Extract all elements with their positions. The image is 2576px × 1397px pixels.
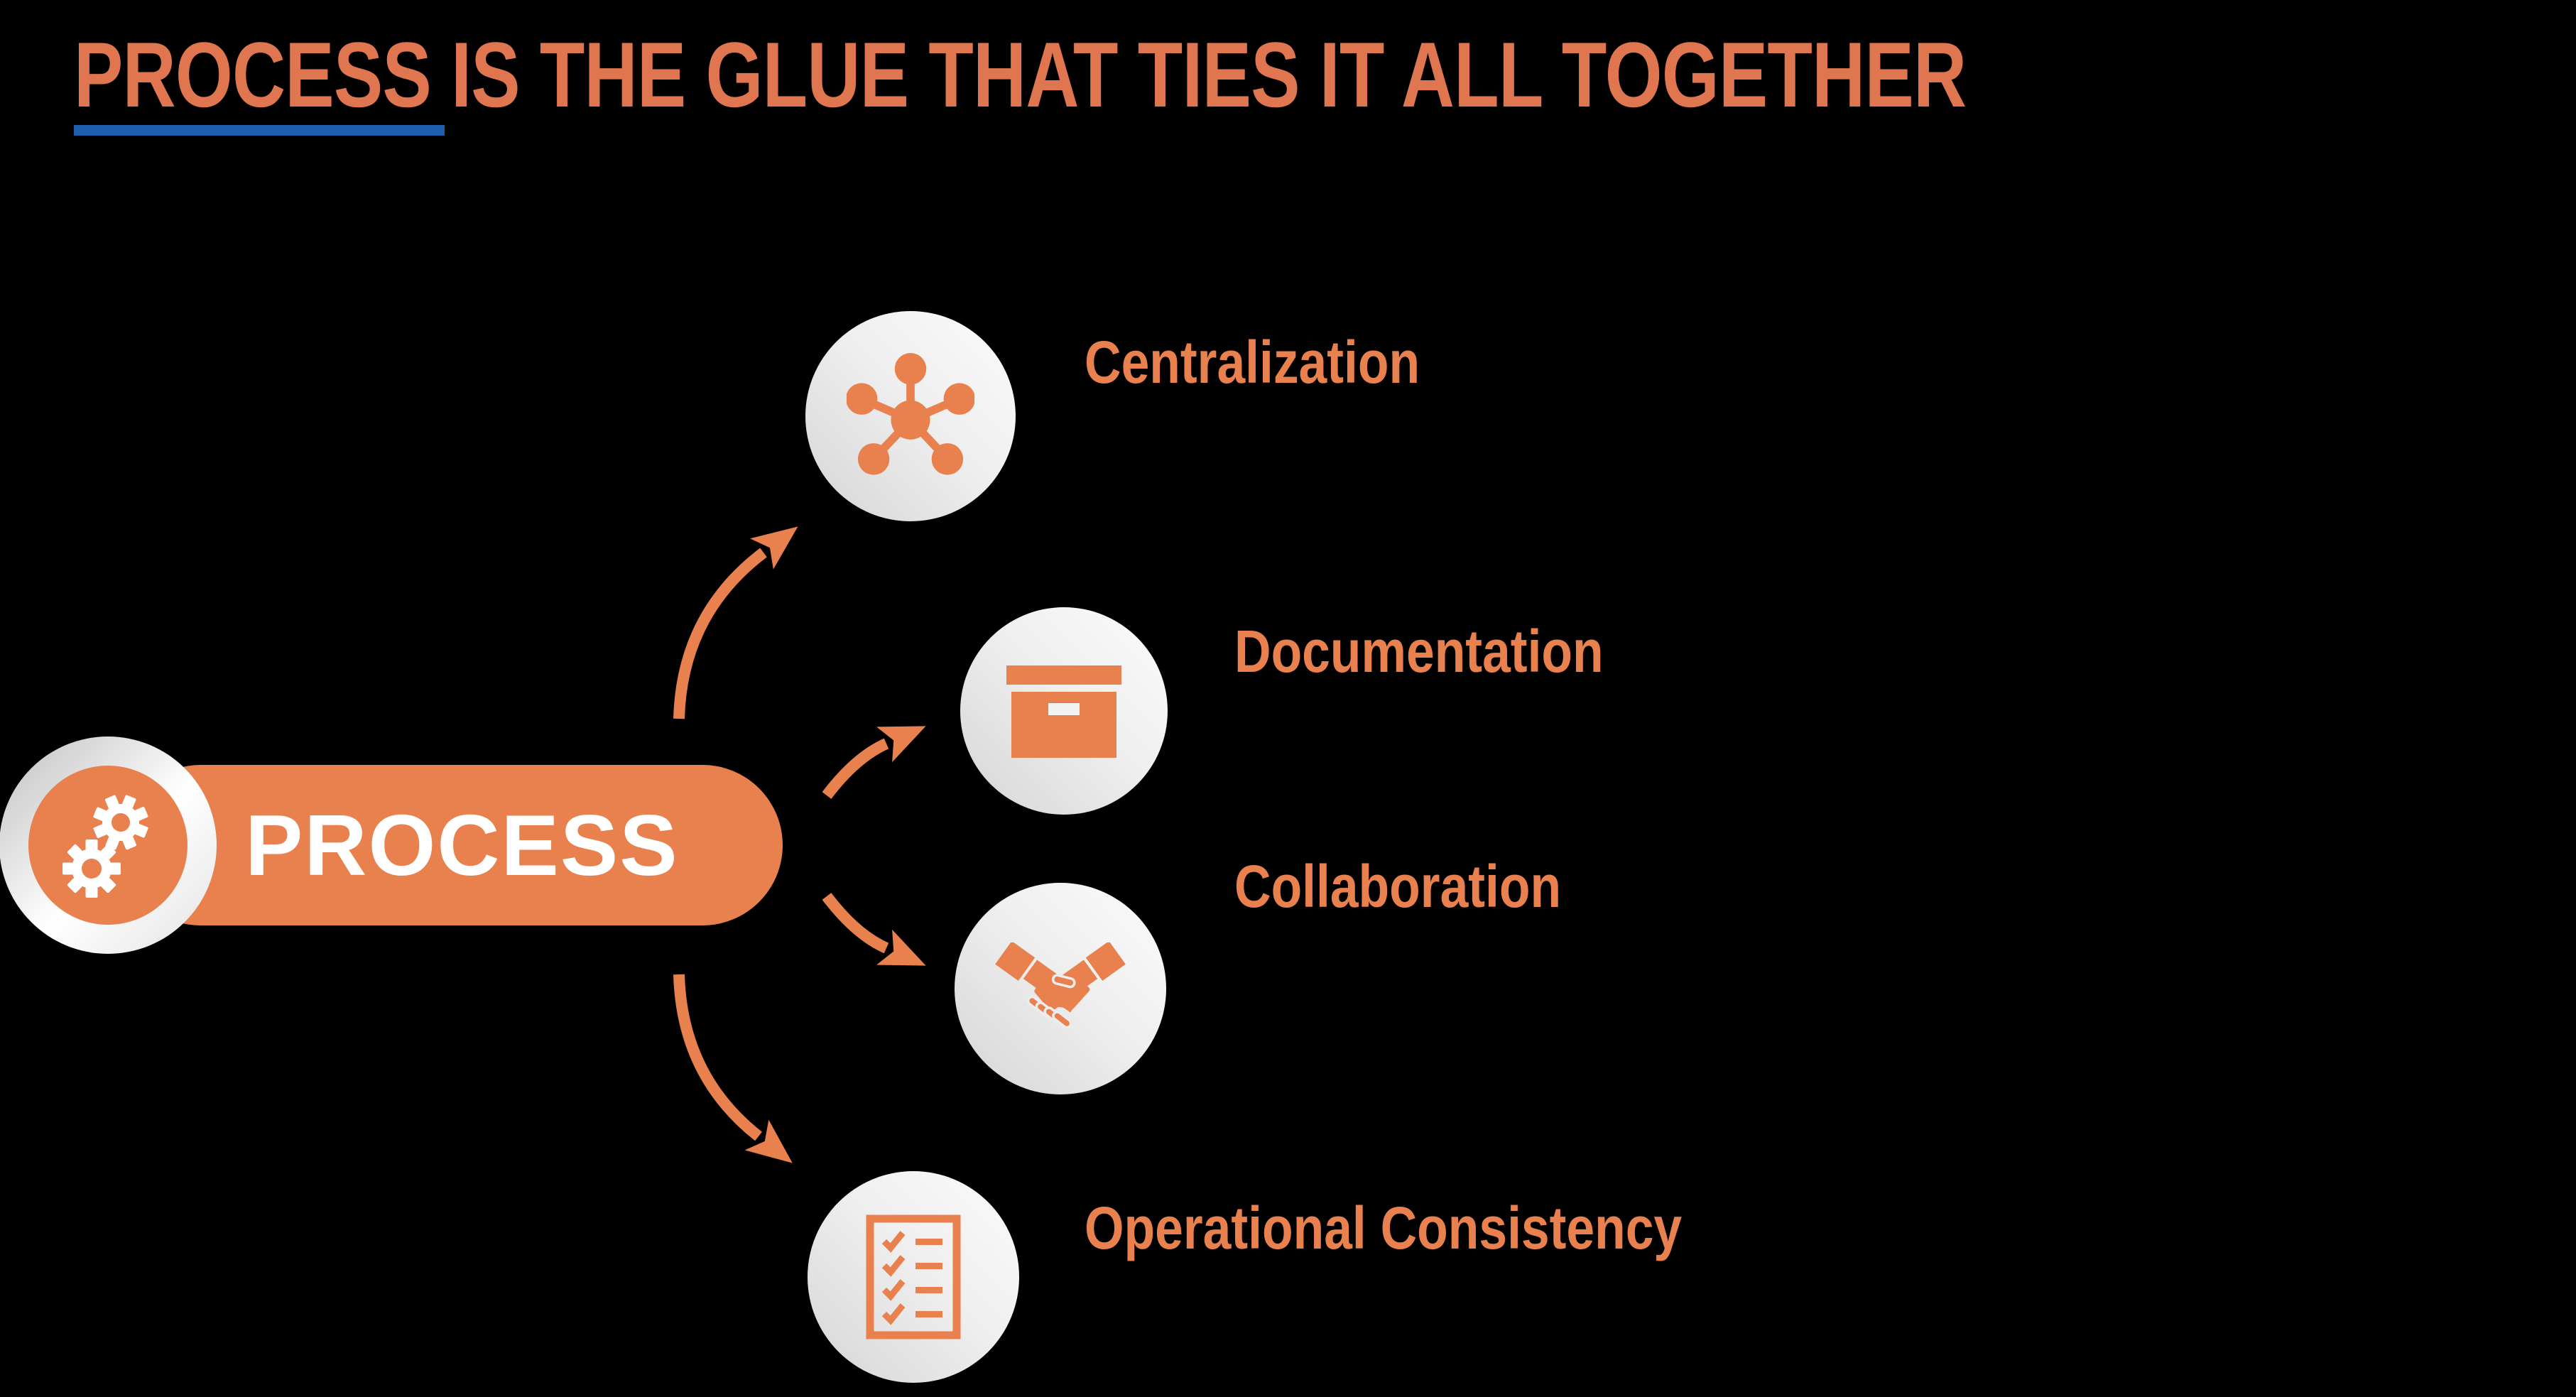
handshake-icon xyxy=(995,942,1126,1029)
documentation-label: Documentation xyxy=(1234,618,1604,685)
arrow-to-operational-consistency xyxy=(673,974,793,1163)
title-underline xyxy=(74,125,445,136)
checklist-icon xyxy=(866,1214,961,1339)
operational-consistency-circle xyxy=(808,1171,1019,1383)
operational-consistency-label: Operational Consistency xyxy=(1085,1195,1683,1261)
process-pill-label: PROCESS xyxy=(245,797,679,893)
collaboration-label: Collaboration xyxy=(1234,853,1562,920)
documentation-circle xyxy=(960,607,1168,815)
centralization-label: Centralization xyxy=(1085,329,1420,396)
arrow-to-centralization xyxy=(673,526,798,719)
hub-network-icon xyxy=(847,353,974,475)
collaboration-circle xyxy=(955,883,1166,1094)
archive-box-icon xyxy=(1006,665,1121,758)
process-pill: PROCESS xyxy=(121,765,783,925)
arrow-to-collaboration xyxy=(822,893,926,966)
gears-icon xyxy=(28,766,188,925)
page-title: PROCESS IS THE GLUE THAT TIES IT ALL TOG… xyxy=(74,23,1967,126)
arrow-to-documentation xyxy=(822,726,926,799)
centralization-circle xyxy=(805,311,1016,521)
